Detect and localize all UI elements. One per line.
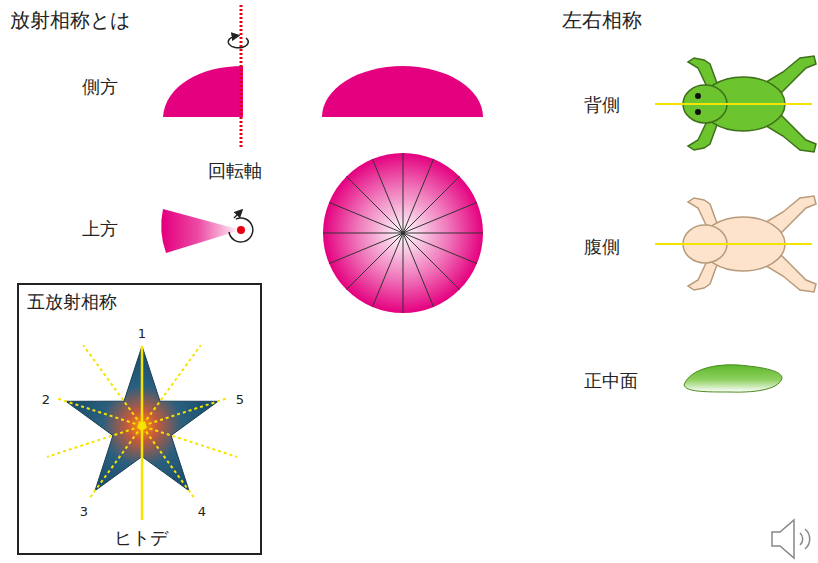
median-line bbox=[655, 103, 812, 105]
side-half-dome bbox=[163, 66, 243, 117]
axis-dot bbox=[237, 226, 245, 234]
speaker-icon bbox=[772, 520, 810, 558]
view-label: 腹側 bbox=[584, 236, 620, 258]
top-disc bbox=[323, 153, 483, 313]
frog-side bbox=[684, 365, 782, 392]
callout-number: 5 bbox=[236, 392, 244, 408]
frog-eye bbox=[695, 109, 701, 115]
title: 放射相称とは bbox=[10, 8, 130, 32]
side-dome bbox=[322, 66, 483, 117]
view-label: 側方 bbox=[82, 76, 118, 98]
section-heading: 左右相称 bbox=[562, 8, 642, 32]
callout-number: 4 bbox=[198, 504, 206, 520]
callout-number: 3 bbox=[80, 504, 88, 520]
view-label: 正中面 bbox=[584, 370, 638, 392]
rotation-axis bbox=[240, 5, 243, 148]
species-label: ヒトデ bbox=[114, 527, 168, 549]
rotation-arrow-head bbox=[234, 212, 240, 218]
top-wedge bbox=[161, 209, 241, 253]
callout-number: 2 bbox=[42, 392, 50, 408]
view-label: 上方 bbox=[82, 218, 118, 240]
frog-eye bbox=[695, 93, 701, 99]
rotation-arrow-top bbox=[229, 218, 253, 242]
frame-box: 五放射相称 bbox=[17, 283, 262, 555]
rotation-arrow bbox=[228, 36, 248, 48]
median-line bbox=[655, 243, 812, 245]
view-label: 背側 bbox=[584, 94, 620, 116]
symmetry-axis bbox=[141, 346, 144, 520]
box-heading: 五放射相称 bbox=[27, 291, 117, 313]
center-dot bbox=[138, 422, 146, 430]
callout-number: 1 bbox=[138, 326, 146, 342]
axis-label: 回転軸 bbox=[208, 160, 262, 182]
disc-spokes bbox=[323, 153, 483, 313]
